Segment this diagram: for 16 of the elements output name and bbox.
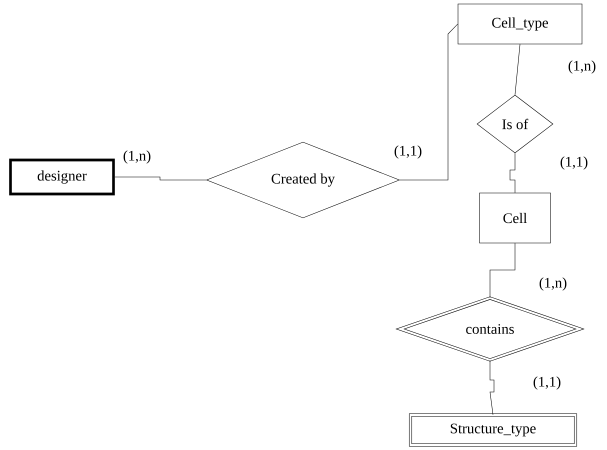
cardinality-label: (1,n) [124,150,150,164]
cardinality-label: (1,1) [394,145,422,159]
cardinality-label: (1,n) [568,60,596,74]
entity-box: designer [9,158,115,196]
connector-line [490,360,494,415]
connector-line [490,243,516,298]
entity-box: Cell [479,192,551,244]
cardinality-label: (1,1) [560,156,588,170]
connector-line [510,153,516,193]
connector-line [400,24,458,180]
cardinality-label: (1,n) [540,277,566,291]
cardinality-label: (1,1) [534,376,560,390]
connector-line [114,176,206,180]
entity-box: Structure_type [408,413,578,447]
entity-box: Cell_type [458,4,582,44]
connector-line [514,44,520,95]
